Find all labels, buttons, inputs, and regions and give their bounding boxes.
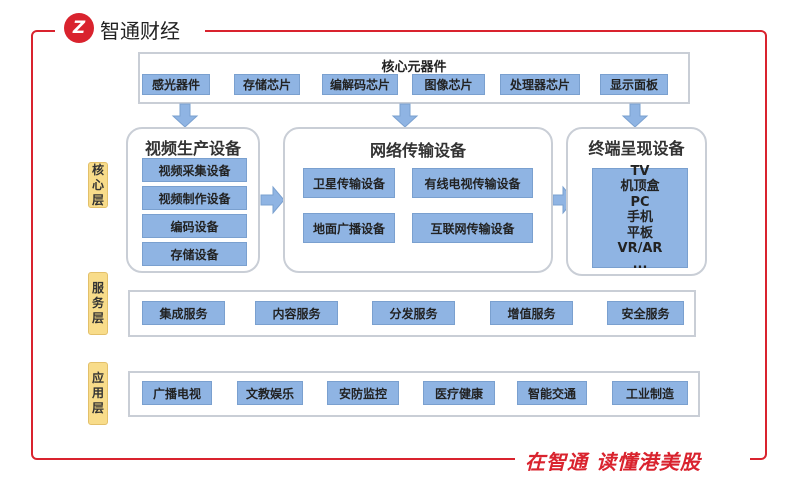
video-production-item: 存储设备 xyxy=(142,242,247,266)
down-arrow xyxy=(621,103,649,128)
service-item: 分发服务 xyxy=(372,301,455,325)
down-arrow xyxy=(391,103,419,128)
down-arrow xyxy=(171,103,199,128)
service-item: 安全服务 xyxy=(607,301,684,325)
logo-text: 智通财经 xyxy=(100,19,180,43)
network-item: 地面广播设备 xyxy=(303,213,395,243)
service-item: 内容服务 xyxy=(255,301,338,325)
component-item: 处理器芯片 xyxy=(500,74,580,95)
video-production-item: 编码设备 xyxy=(142,214,247,238)
logo-icon: Z xyxy=(64,13,94,43)
terminal-item: 平板 xyxy=(626,225,653,241)
application-layer-panel xyxy=(128,371,700,417)
core-components-title: 核心元器件 xyxy=(381,60,447,75)
terminal-item: VR/AR xyxy=(617,241,663,257)
network-transmission-panel xyxy=(283,127,553,273)
application-item: 广播电视 xyxy=(142,381,212,405)
footer-slogan: 在智通 读懂港美股 xyxy=(525,450,701,474)
terminal-item: 手机 xyxy=(626,210,653,226)
application-item: 智能交通 xyxy=(517,381,587,405)
service-item: 增值服务 xyxy=(490,301,573,325)
video-production-item: 视频制作设备 xyxy=(142,186,247,210)
component-item: 编解码芯片 xyxy=(322,74,398,95)
layer-label-core: 核心层 xyxy=(88,162,108,208)
component-item: 图像芯片 xyxy=(412,74,485,95)
video-production-item: 视频采集设备 xyxy=(142,158,247,182)
component-item: 存储芯片 xyxy=(234,74,300,95)
network-item: 卫星传输设备 xyxy=(303,168,395,198)
right-arrow xyxy=(260,185,285,215)
red-frame xyxy=(31,30,767,460)
component-item: 显示面板 xyxy=(600,74,668,95)
terminal-item: PC xyxy=(630,194,650,210)
terminal-display-title: 终端呈现设备 xyxy=(588,139,685,158)
network-item: 互联网传输设备 xyxy=(412,213,533,243)
terminal-item: TV xyxy=(630,163,650,179)
application-item: 医疗健康 xyxy=(423,381,495,405)
network-item: 有线电视传输设备 xyxy=(412,168,533,198)
video-production-title: 视频生产设备 xyxy=(144,139,241,158)
application-item: 文教娱乐 xyxy=(237,381,303,405)
application-item: 工业制造 xyxy=(612,381,688,405)
network-transmission-title: 网络传输设备 xyxy=(369,141,466,160)
terminal-device-list: TV 机顶盒 PC 手机 平板 VR/AR ... xyxy=(592,164,688,272)
application-item: 安防监控 xyxy=(327,381,399,405)
terminal-item: 机顶盒 xyxy=(620,179,660,195)
component-item: 感光器件 xyxy=(142,74,210,95)
footer-gap xyxy=(515,450,750,470)
service-item: 集成服务 xyxy=(142,301,225,325)
layer-label-application: 应用层 xyxy=(88,362,108,425)
layer-label-service: 服务层 xyxy=(88,272,108,335)
terminal-item: ... xyxy=(632,256,648,272)
